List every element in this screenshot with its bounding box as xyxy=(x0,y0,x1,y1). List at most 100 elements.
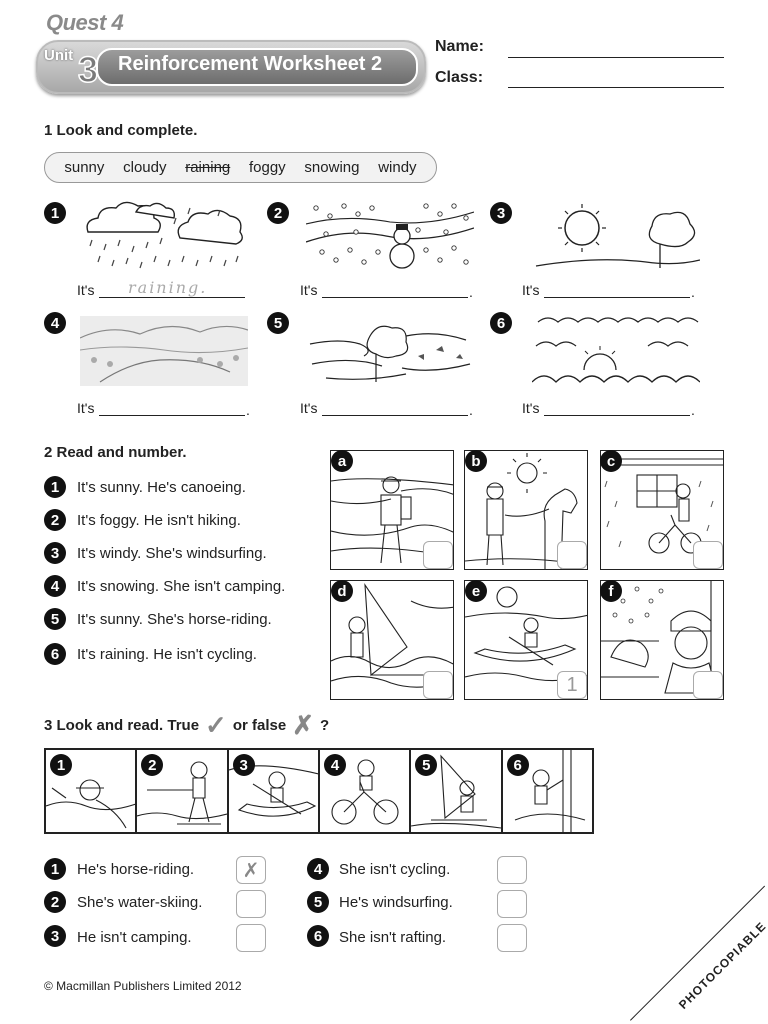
picture-letter: a xyxy=(331,450,353,472)
sentence-number: 1 xyxy=(44,476,66,498)
hiker-icon xyxy=(331,476,453,564)
strip-number: 6 xyxy=(506,754,529,776)
statement-number: 1 xyxy=(44,858,66,880)
sentence-number: 6 xyxy=(44,643,66,665)
word-bank-item-used: raining xyxy=(185,159,231,176)
item-number: 5 xyxy=(267,312,289,334)
name-label: Name: xyxy=(435,38,484,55)
class-label: Class: xyxy=(435,69,484,86)
snow-child-icon xyxy=(601,581,718,699)
section-3-title-mid: or false xyxy=(232,716,287,734)
sun-icon xyxy=(532,198,700,274)
word-bank-item: snowing xyxy=(304,159,360,176)
true-false-box[interactable] xyxy=(236,890,266,918)
item-number: 2 xyxy=(267,202,289,224)
strip-cell-windsurfer: 5 xyxy=(411,750,503,832)
answer-box[interactable] xyxy=(423,541,453,569)
statement-text: She isn't rafting. xyxy=(339,929,447,946)
example-answer: raining. xyxy=(128,278,208,297)
section-3-title-end: ? xyxy=(320,716,330,734)
cross-icon: ✗ xyxy=(292,710,314,740)
picture-e: 1 xyxy=(464,580,588,700)
true-false-box[interactable] xyxy=(497,856,527,884)
picture-letter: d xyxy=(331,580,353,602)
answer-blank[interactable] xyxy=(99,297,245,298)
item-suffix: . xyxy=(246,402,250,418)
sentence-text: It's windy. She's windsurfing. xyxy=(77,545,267,562)
statement-number: 4 xyxy=(307,858,329,880)
cloud-icon xyxy=(532,312,700,386)
picture-letter: f xyxy=(600,580,622,602)
statement-number: 2 xyxy=(44,891,66,913)
series-title: Quest 4 xyxy=(46,10,124,35)
sentence-text: It's raining. He isn't cycling. xyxy=(77,646,257,663)
answer-box[interactable] xyxy=(423,671,453,699)
sentence-text: It's snowing. She isn't camping. xyxy=(77,578,286,595)
sentence-number: 5 xyxy=(44,608,66,630)
fog-icon xyxy=(80,316,248,386)
strip-cell-water-skier: 2 xyxy=(137,750,229,832)
answer-box[interactable] xyxy=(693,671,723,699)
picture-a xyxy=(330,450,454,570)
snow-icon xyxy=(306,198,474,274)
answer-blank[interactable] xyxy=(99,415,245,416)
strip-number: 5 xyxy=(415,754,438,776)
word-bank-item: windy xyxy=(378,159,417,176)
answer-box[interactable]: 1 xyxy=(557,671,587,699)
picture-letter: b xyxy=(465,450,487,472)
item-prefix: It's xyxy=(522,282,540,298)
picture-d xyxy=(330,580,454,700)
answer-blank[interactable] xyxy=(322,415,468,416)
statement-number: 6 xyxy=(307,925,329,947)
sentence-number: 4 xyxy=(44,575,66,597)
true-false-box[interactable] xyxy=(497,924,527,952)
corner-divider xyxy=(630,885,766,1021)
title-banner-inner xyxy=(96,48,418,86)
answer-box[interactable] xyxy=(693,541,723,569)
item-prefix: It's xyxy=(77,400,95,416)
statement-text: He isn't camping. xyxy=(77,929,192,946)
statement-number: 3 xyxy=(44,925,66,947)
strip-cell-swimmer: 1 xyxy=(46,750,138,832)
section-1-title: 1 Look and complete. xyxy=(44,122,198,139)
item-suffix: . xyxy=(691,402,695,418)
word-bank-item: sunny xyxy=(64,159,105,176)
statement-text: She isn't cycling. xyxy=(339,861,451,878)
section-2-title: 2 Read and number. xyxy=(44,444,187,461)
statement-text: He's windsurfing. xyxy=(339,894,453,911)
strip-number: 2 xyxy=(141,754,164,776)
item-number: 1 xyxy=(44,202,66,224)
answer-blank[interactable] xyxy=(544,415,690,416)
picture-c xyxy=(600,450,724,570)
class-field[interactable] xyxy=(508,87,724,88)
section-3-title: 3 Look and read. True ✓ or false ✗ ? xyxy=(44,710,330,740)
strip-number: 1 xyxy=(50,754,72,776)
strip-number: 4 xyxy=(323,754,346,776)
name-field[interactable] xyxy=(508,57,724,58)
word-bank-item: cloudy xyxy=(123,159,167,176)
canoe-icon xyxy=(465,586,587,682)
item-suffix: . xyxy=(691,284,695,300)
picture-letter: e xyxy=(465,580,487,602)
item-prefix: It's xyxy=(77,282,95,298)
sentence-text: It's sunny. He's canoeing. xyxy=(77,479,246,496)
strip-number: 3 xyxy=(232,754,255,776)
sentence-text: It's foggy. He isn't hiking. xyxy=(77,512,241,529)
answer-box[interactable] xyxy=(557,541,587,569)
photocopiable-label: PHOTOCOPIABLE xyxy=(676,918,768,1012)
item-suffix: . xyxy=(469,284,473,300)
true-false-box[interactable]: ✗ xyxy=(236,856,266,884)
item-number: 4 xyxy=(44,312,66,334)
true-false-box[interactable] xyxy=(236,924,266,952)
statement-text: He's horse-riding. xyxy=(77,861,195,878)
statement-text: She's water-skiing. xyxy=(77,894,203,911)
picture-b xyxy=(464,450,588,570)
true-false-box[interactable] xyxy=(497,890,527,918)
word-bank: sunny cloudy raining foggy snowing windy xyxy=(44,152,437,183)
answer-blank[interactable] xyxy=(322,297,468,298)
item-prefix: It's xyxy=(300,400,318,416)
rain-icon xyxy=(80,198,248,274)
picture-letter: c xyxy=(600,450,622,472)
answer-blank[interactable] xyxy=(544,297,690,298)
copyright: © Macmillan Publishers Limited 2012 xyxy=(44,979,242,993)
